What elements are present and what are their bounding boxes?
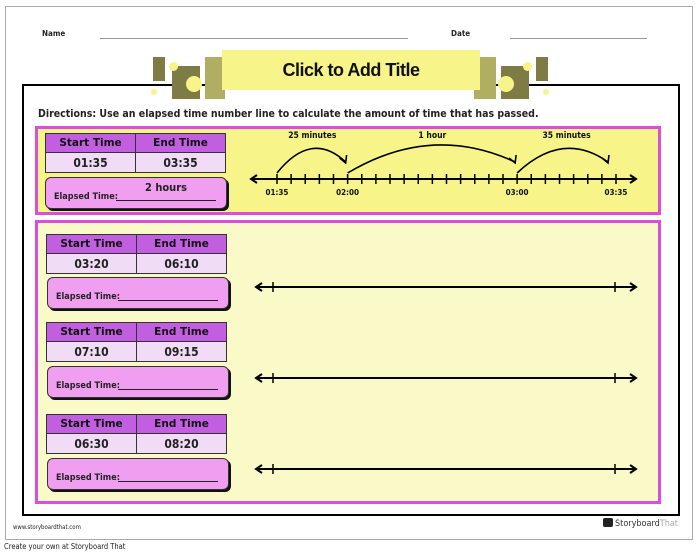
- start-time-value: 01:35: [45, 152, 136, 173]
- decoration: [498, 76, 514, 92]
- elapsed-label: Elapsed Time:: [56, 292, 120, 302]
- start-time-header: Start Time: [46, 234, 137, 254]
- right-arrow-icon: [629, 464, 638, 474]
- caption: Create your own at Storyboard That: [4, 542, 126, 551]
- elapsed-answer-line[interactable]: [118, 300, 218, 301]
- left-arrow-icon: [254, 282, 263, 292]
- footer-url: www.storyboardthat.com: [13, 524, 81, 531]
- jump-arc: [276, 147, 347, 174]
- decoration: [536, 57, 548, 81]
- start-time-value: 03:20: [46, 253, 137, 274]
- decoration: [205, 57, 225, 99]
- jump-label: 25 minutes: [288, 131, 337, 141]
- start-time-value: 07:10: [46, 341, 137, 362]
- jump-label: 35 minutes: [542, 131, 591, 141]
- time-table: Start Time End Time 03:20 06:10: [46, 234, 227, 274]
- decoration: [186, 76, 202, 92]
- tick-label: 02:00: [336, 188, 359, 197]
- decoration: [523, 62, 532, 71]
- decoration: [153, 57, 165, 81]
- right-arrow-icon: [629, 174, 638, 184]
- time-table: Start Time End Time 07:10 09:15: [46, 322, 227, 362]
- decoration: [543, 89, 549, 95]
- right-arrow-icon: [629, 282, 638, 292]
- date-label: Date: [451, 29, 471, 38]
- name-label: Name: [42, 29, 66, 38]
- tick-label: 03:00: [506, 188, 529, 197]
- directions: Directions: Use an elapsed time number l…: [38, 108, 539, 120]
- elapsed-label: Elapsed Time:: [56, 381, 120, 391]
- decoration: [169, 62, 178, 71]
- jump-arc: [516, 147, 609, 174]
- jump-arrow-icon: [508, 154, 517, 165]
- tick-label: 01:35: [266, 188, 289, 197]
- end-time-value: 09:15: [136, 341, 227, 362]
- right-arrow-icon: [629, 373, 638, 383]
- logo-icon: [603, 518, 613, 527]
- time-table: Start Time End Time 06:30 08:20: [46, 414, 227, 454]
- elapsed-answer-line[interactable]: [118, 481, 218, 482]
- left-arrow-icon: [249, 174, 258, 184]
- elapsed-answer[interactable]: 2 hours: [145, 181, 187, 194]
- jump-arrow-icon: [601, 154, 610, 165]
- elapsed-time-box: Elapsed Time:: [47, 277, 229, 309]
- end-time-header: End Time: [136, 322, 227, 342]
- elapsed-time-box: Elapsed Time:: [47, 458, 229, 490]
- logo-text: Storyboard: [615, 519, 660, 529]
- elapsed-label: Elapsed Time:: [54, 192, 118, 202]
- jump-arc: [347, 144, 516, 174]
- time-table: Start Time End Time 01:35 03:35: [45, 133, 226, 173]
- start-time-header: Start Time: [45, 133, 136, 153]
- decoration: [151, 89, 157, 95]
- name-field[interactable]: [100, 38, 408, 39]
- end-time-value: 08:20: [136, 433, 227, 454]
- practice-panel: [35, 220, 661, 504]
- logo-text-light: That: [659, 519, 678, 529]
- elapsed-time-box: Elapsed Time: 2 hours: [45, 177, 227, 209]
- end-time-value: 06:10: [136, 253, 227, 274]
- storyboardthat-logo: StoryboardThat: [603, 518, 678, 529]
- tick-label: 03:35: [605, 188, 628, 197]
- end-time-header: End Time: [135, 133, 226, 153]
- title-banner[interactable]: Click to Add Title: [222, 50, 480, 90]
- left-arrow-icon: [254, 464, 263, 474]
- elapsed-label: Elapsed Time:: [56, 473, 120, 483]
- elapsed-answer-line[interactable]: [118, 389, 218, 390]
- elapsed-answer-line[interactable]: [116, 200, 216, 201]
- end-time-value: 03:35: [135, 152, 226, 173]
- left-arrow-icon: [254, 373, 263, 383]
- jump-arrow-icon: [339, 154, 348, 165]
- end-time-header: End Time: [136, 234, 227, 254]
- jump-label: 1 hour: [418, 131, 446, 141]
- start-time-value: 06:30: [46, 433, 137, 454]
- date-field[interactable]: [510, 38, 647, 39]
- elapsed-time-box: Elapsed Time:: [47, 366, 229, 398]
